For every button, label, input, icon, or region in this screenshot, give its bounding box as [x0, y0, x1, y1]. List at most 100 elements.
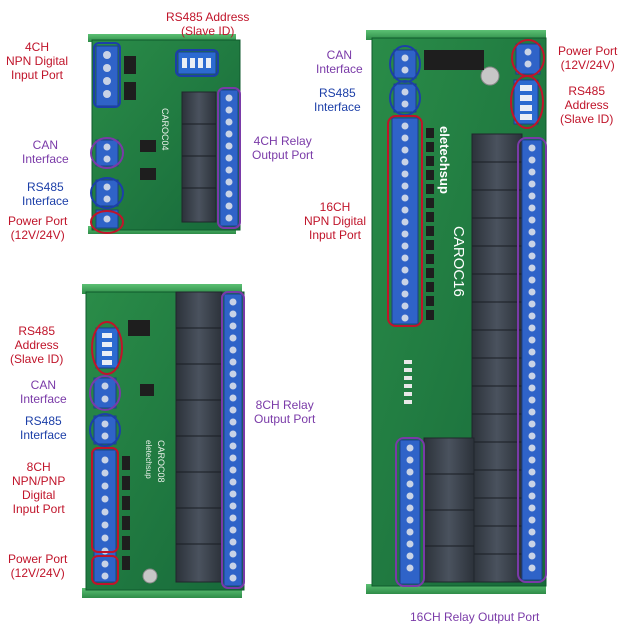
- terminal-screw: [528, 360, 536, 368]
- terminal-screw: [401, 254, 409, 262]
- terminal-screw: [229, 514, 237, 522]
- terminal-screw: [229, 430, 237, 438]
- can-terminal-16ch: [393, 49, 417, 79]
- optocoupler-chip: [426, 240, 434, 250]
- label-line: Output Port: [252, 148, 314, 162]
- terminal-screw: [401, 134, 409, 142]
- optocoupler-chip: [426, 142, 434, 152]
- terminal-screw: [401, 290, 409, 298]
- terminal-screw: [406, 552, 414, 560]
- terminal-screw: [528, 480, 536, 488]
- label-line: (12V/24V): [10, 566, 65, 580]
- label-line: NPN Digital: [6, 54, 69, 68]
- terminal-screw: [528, 324, 536, 332]
- optocoupler-chip: [426, 212, 434, 222]
- terminal-screw: [406, 504, 414, 512]
- din-rail-top: [88, 34, 236, 42]
- terminal-screw: [528, 144, 536, 152]
- can-terminal-4ch: [95, 139, 119, 167]
- terminal-screw: [229, 322, 237, 330]
- terminal-screw: [401, 206, 409, 214]
- terminal-screw: [229, 406, 237, 414]
- terminal-screw: [401, 170, 409, 178]
- label-line: (12V/24V): [10, 228, 65, 242]
- label-line: Interface: [20, 428, 67, 442]
- terminal-screw: [401, 278, 409, 286]
- terminal-screw: [401, 314, 409, 322]
- led: [404, 392, 412, 396]
- terminal-screw: [401, 146, 409, 154]
- label-line: 4CH: [25, 40, 50, 54]
- label-8ch-rs485-address: RS485 Address (Slave ID): [10, 324, 63, 366]
- terminal-screw: [528, 168, 536, 176]
- terminal-screw: [406, 528, 414, 536]
- terminal-screw: [528, 384, 536, 392]
- terminal-screw: [401, 182, 409, 190]
- terminal-screw: [406, 480, 414, 488]
- terminal-screw: [401, 302, 409, 310]
- label-4ch-power: Power Port (12V/24V): [8, 214, 67, 242]
- terminal-screw: [401, 242, 409, 250]
- optocoupler-chip: [426, 296, 434, 306]
- label-4ch-can: CAN Interface: [22, 138, 69, 166]
- relay-terminal-8ch: [223, 293, 243, 587]
- terminal-screw: [229, 370, 237, 378]
- terminal-screw: [528, 180, 536, 188]
- label-line: Power Port: [8, 214, 68, 228]
- label-16ch-power: Power Port (12V/24V): [558, 44, 617, 72]
- terminal-screw: [528, 252, 536, 260]
- led: [404, 384, 412, 388]
- label-4ch-relay-output: 4CH Relay Output Port: [252, 134, 313, 162]
- terminal-screw: [528, 504, 536, 512]
- terminal-screw: [406, 468, 414, 476]
- label-line: 4CH Relay: [253, 134, 312, 148]
- label-line: Input Port: [308, 228, 362, 242]
- label-line: CAN: [30, 378, 57, 392]
- label-line: Interface: [22, 152, 69, 166]
- brand-text-16ch: eletechsup: [437, 126, 452, 194]
- terminal-screw: [528, 336, 536, 344]
- terminal-screw: [528, 540, 536, 548]
- optocoupler-chip: [426, 254, 434, 264]
- terminal-screw: [229, 562, 237, 570]
- model-text-4ch: CAROC04: [160, 108, 170, 151]
- model-text-16ch: CAROC16: [450, 226, 467, 297]
- terminal-screw: [528, 432, 536, 440]
- optocoupler-chip: [426, 282, 434, 292]
- terminal-screw: [229, 394, 237, 402]
- label-16ch-input-port: 16CH NPN Digital Input Port: [304, 200, 366, 242]
- terminal-screw: [406, 540, 414, 548]
- optocoupler-chip: [426, 184, 434, 194]
- label-4ch-input-port: 4CH NPN Digital Input Port: [6, 40, 68, 82]
- label-line: CAN: [326, 48, 353, 62]
- label-line: 16CH Relay Output Port: [410, 610, 540, 624]
- label-16ch-rs485-address: RS485 Address (Slave ID): [560, 84, 613, 126]
- terminal-screw: [229, 454, 237, 462]
- terminal-screw: [401, 194, 409, 202]
- terminal-screw: [528, 228, 536, 236]
- board-16ch: [366, 30, 547, 594]
- label-line: Power Port: [558, 44, 618, 58]
- terminal-screw: [528, 396, 536, 404]
- terminal-screw: [528, 192, 536, 200]
- label-line: NPN Digital: [304, 214, 367, 228]
- label-line: 16CH: [319, 200, 351, 214]
- terminal-screw: [528, 468, 536, 476]
- led: [404, 360, 412, 364]
- board-4ch: [88, 34, 241, 234]
- relay-terminal-16ch-left: [399, 439, 421, 585]
- label-line: RS485: [568, 84, 606, 98]
- terminal-screw: [528, 312, 536, 320]
- optocoupler-chip: [426, 310, 434, 320]
- label-line: Interface: [316, 62, 363, 76]
- board-8ch: [82, 284, 245, 598]
- terminal-screw: [229, 298, 237, 306]
- terminal-screw: [528, 564, 536, 572]
- label-8ch-rs485: RS485 Interface: [20, 414, 67, 442]
- label-line: Input Port: [12, 502, 65, 516]
- terminal-screw: [528, 216, 536, 224]
- label-line: (12V/24V): [560, 58, 615, 72]
- terminal-screw: [528, 300, 536, 308]
- label-line: RS485 Address: [166, 10, 250, 24]
- din-rail-bottom: [82, 588, 242, 598]
